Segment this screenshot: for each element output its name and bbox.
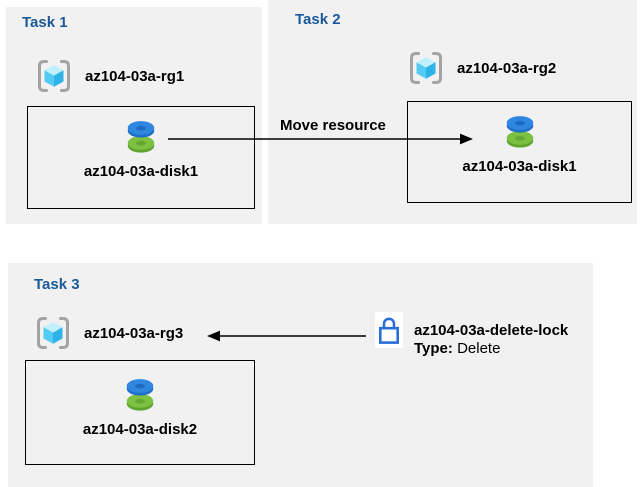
resource-group-icon [410, 52, 442, 84]
resource-group-icon [38, 60, 70, 92]
lock-icon [375, 312, 403, 348]
task3-resource-group: az104-03a-rg3 [34, 314, 183, 352]
resource-group-icon [37, 317, 69, 349]
disk-icon [127, 121, 155, 153]
task2-title: Task 2 [295, 11, 341, 28]
lock-type-value: Delete [457, 340, 501, 357]
task2-resource-group: az104-03a-rg2 [407, 49, 556, 87]
lock-type: Type: Delete [414, 340, 568, 358]
delete-lock-text: az104-03a-delete-lock Type: Delete [414, 322, 568, 358]
disk-label: az104-03a-disk2 [82, 421, 198, 438]
delete-lock: az104-03a-delete-lock Type: Delete [375, 312, 568, 358]
move-resource-label: Move resource [280, 117, 386, 134]
resource-group-label: az104-03a-rg2 [457, 59, 557, 77]
disk-label: az104-03a-disk1 [83, 163, 199, 180]
lock-name: az104-03a-delete-lock [414, 322, 569, 339]
task1-panel: Task 1 az104-03a-rg1 az104-03a-disk1 [6, 7, 262, 224]
task1-resource-box: az104-03a-disk1 [27, 106, 255, 209]
resource-group-label: az104-03a-rg1 [85, 67, 185, 85]
disk-icon [506, 116, 533, 148]
task1-resource-group: az104-03a-rg1 [35, 57, 184, 95]
resource-group-label: az104-03a-rg3 [84, 324, 184, 342]
task3-resource-box: az104-03a-disk2 [25, 360, 255, 465]
task3-title: Task 3 [34, 276, 80, 293]
task3-panel: Task 3 az104-03a-rg3 az104-03a-disk2 [8, 263, 593, 487]
task1-title: Task 1 [22, 14, 68, 31]
task2-panel: Task 2 az104-03a-rg2 az104-03a-disk1 [268, 0, 637, 224]
lock-type-label: Type: [414, 340, 453, 357]
task2-resource-box: az104-03a-disk1 [407, 101, 632, 203]
disk-icon [126, 379, 154, 411]
disk-label: az104-03a-disk1 [462, 158, 577, 175]
